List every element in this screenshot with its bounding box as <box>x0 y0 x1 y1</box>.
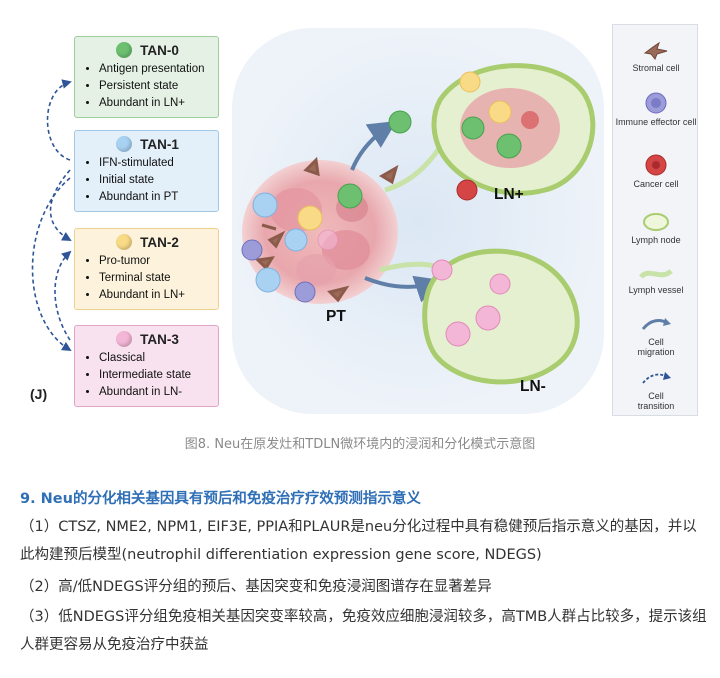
section-title: 9. Neu的分化相关基因具有预后和免疫治疗疗效预测指示意义 <box>20 491 421 507</box>
legend-item-immune: Immune effector cell <box>613 91 699 127</box>
panel-label: (J) <box>30 386 48 402</box>
tan-2-item: Abundant in LN+ <box>99 287 210 304</box>
cancer-cell-icon <box>645 154 667 176</box>
tan-3-card: TAN-3 Classical Intermediate state Abund… <box>74 325 219 407</box>
tan-2-card: TAN-2 Pro-tumor Terminal state Abundant … <box>74 228 219 310</box>
tan-2-title: TAN-2 <box>140 234 179 250</box>
ln-neg-label: LN- <box>520 378 546 395</box>
immune-effector-cell-icon <box>645 92 667 114</box>
tan-0-card: TAN-0 Antigen presentation Persistent st… <box>74 36 219 118</box>
ln-pos-label: LN+ <box>494 186 524 203</box>
tan-1-item: Initial state <box>99 172 210 189</box>
legend-item-lymph-node: Lymph node <box>613 211 699 245</box>
primary-tumor <box>241 156 399 304</box>
lymph-node-positive <box>388 63 596 201</box>
legend-item-stromal: Stromal cell <box>613 39 699 73</box>
lymph-node-negative <box>422 248 580 385</box>
tan-2-cell-icon <box>116 234 133 250</box>
lymph-node-icon <box>643 213 669 231</box>
legend: Stromal cell Immune effector cell Cancer… <box>612 24 698 416</box>
tan-0-item: Antigen presentation <box>99 61 210 78</box>
tan-2-item: Terminal state <box>99 270 210 287</box>
tan-1-item: IFN-stimulated <box>99 155 210 172</box>
cell-transition-arrow-icon <box>642 372 671 384</box>
tan-0-item: Persistent state <box>99 78 210 95</box>
tan-0-cell-icon <box>116 42 133 58</box>
tan-2-item: Pro-tumor <box>99 253 210 270</box>
tan-3-item: Classical <box>99 350 210 367</box>
migration-arrow-to-ln-pos <box>350 120 397 171</box>
paragraph-1: （1）CTSZ, NME2, NPM1, EIF3E, PPIA和PLAUR是n… <box>20 519 697 563</box>
tan-1-card: TAN-1 IFN-stimulated Initial state Abund… <box>74 130 219 212</box>
legend-item-cancer: Cancer cell <box>613 153 699 189</box>
tan-1-item: Abundant in PT <box>99 189 210 206</box>
legend-item-lymph-vessel: Lymph vessel <box>613 265 699 295</box>
pt-label: PT <box>326 308 346 325</box>
legend-item-transition: Cell transition <box>613 367 699 411</box>
lymph-vessel-icon <box>639 268 673 279</box>
figure-panel: TAN-0 Antigen presentation Persistent st… <box>0 0 720 420</box>
tan-3-item: Abundant in LN- <box>99 384 210 401</box>
tan-1-cell-icon <box>116 136 133 152</box>
transition-arrow-3-to-2 <box>54 250 72 341</box>
tan-3-cell-icon <box>116 331 133 347</box>
tan-0-title: TAN-0 <box>140 42 179 58</box>
cell-migration-arrow-icon <box>641 318 671 330</box>
legend-item-migration: Cell migration <box>613 313 699 357</box>
figure-caption: 图8. Neu在原发灶和TDLN微环境内的浸润和分化模式示意图 <box>184 437 536 452</box>
microenvironment-illustration <box>31 28 604 414</box>
tan-0-item: Abundant in LN+ <box>99 95 210 112</box>
transition-arrow-1-to-0 <box>46 79 72 161</box>
stromal-cell-icon <box>643 41 668 60</box>
tan-3-title: TAN-3 <box>140 331 179 347</box>
transition-arrow-to-2 <box>49 169 72 241</box>
tan-3-item: Intermediate state <box>99 367 210 384</box>
paragraph-3: （3）低NDEGS评分组免疫相关基因突变率较高，免疫效应细胞浸润较多，高TMB人… <box>20 609 707 653</box>
tan-1-title: TAN-1 <box>140 136 179 152</box>
paragraph-2: （2）高/低NDEGS评分组的预后、基因突变和免疫浸润图谱存在显著差异 <box>20 579 492 595</box>
